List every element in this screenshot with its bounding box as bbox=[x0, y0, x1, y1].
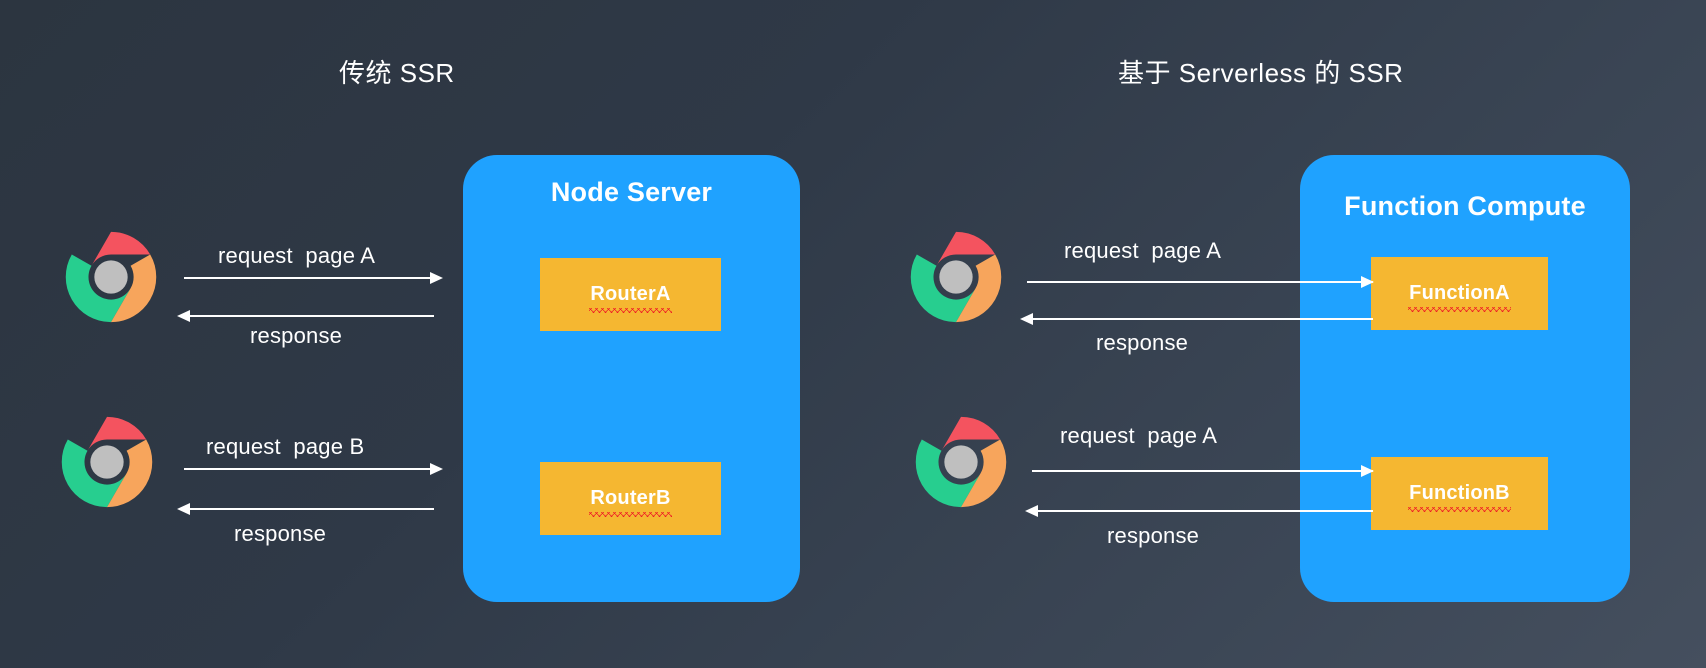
function-compute-panel-title: Function Compute bbox=[1344, 191, 1586, 221]
left-flow-2-request-label: request page B bbox=[206, 434, 365, 459]
router-b-box: RouterB bbox=[540, 462, 721, 535]
left-flow-1-response-label: response bbox=[250, 323, 343, 348]
chrome-browser-icon bbox=[915, 416, 1007, 508]
right-flow-2-request-arrow bbox=[1032, 470, 1373, 472]
chrome-browser-icon bbox=[910, 231, 1002, 323]
function-b-label: FunctionB bbox=[1408, 482, 1511, 512]
left-flow-2-response-arrow bbox=[184, 508, 434, 510]
arrow-left-icon bbox=[177, 503, 190, 515]
function-b-box: FunctionB bbox=[1371, 457, 1548, 530]
right-flow-1-response-label: response bbox=[1096, 330, 1189, 355]
arrow-left-icon bbox=[1025, 505, 1038, 517]
right-flow-2-request-label: request page A bbox=[1060, 423, 1218, 448]
right-flow-2-response-label: response bbox=[1107, 523, 1200, 548]
arrow-left-icon bbox=[1020, 313, 1033, 325]
arrow-right-icon bbox=[430, 463, 443, 475]
left-flow-1-request-arrow bbox=[184, 277, 434, 279]
router-a-box: RouterA bbox=[540, 258, 721, 331]
left-section-title: 传统 SSR bbox=[339, 58, 455, 88]
right-flow-2-response-arrow bbox=[1032, 510, 1373, 512]
arrow-left-icon bbox=[177, 310, 190, 322]
chrome-browser-icon bbox=[61, 416, 153, 508]
arrow-right-icon bbox=[1361, 465, 1374, 477]
right-flow-1-request-label: request page A bbox=[1064, 238, 1222, 263]
node-server-panel-title: Node Server bbox=[550, 177, 713, 207]
right-flow-1-response-arrow bbox=[1027, 318, 1373, 320]
left-flow-1-response-arrow bbox=[184, 315, 434, 317]
chrome-browser-icon bbox=[65, 231, 157, 323]
right-section-title: 基于 Serverless 的 SSR bbox=[1118, 58, 1404, 88]
left-flow-1-request-label: request page A bbox=[218, 243, 376, 268]
left-flow-2-response-label: response bbox=[234, 521, 327, 546]
right-flow-1-request-arrow bbox=[1027, 281, 1373, 283]
router-a-label: RouterA bbox=[589, 283, 672, 313]
arrow-right-icon bbox=[430, 272, 443, 284]
function-compute-panel: Function Compute bbox=[1300, 155, 1630, 602]
left-flow-2-request-arrow bbox=[184, 468, 434, 470]
function-a-box: FunctionA bbox=[1371, 257, 1548, 330]
function-a-label: FunctionA bbox=[1408, 282, 1511, 312]
router-b-label: RouterB bbox=[589, 487, 672, 517]
arrow-right-icon bbox=[1361, 276, 1374, 288]
